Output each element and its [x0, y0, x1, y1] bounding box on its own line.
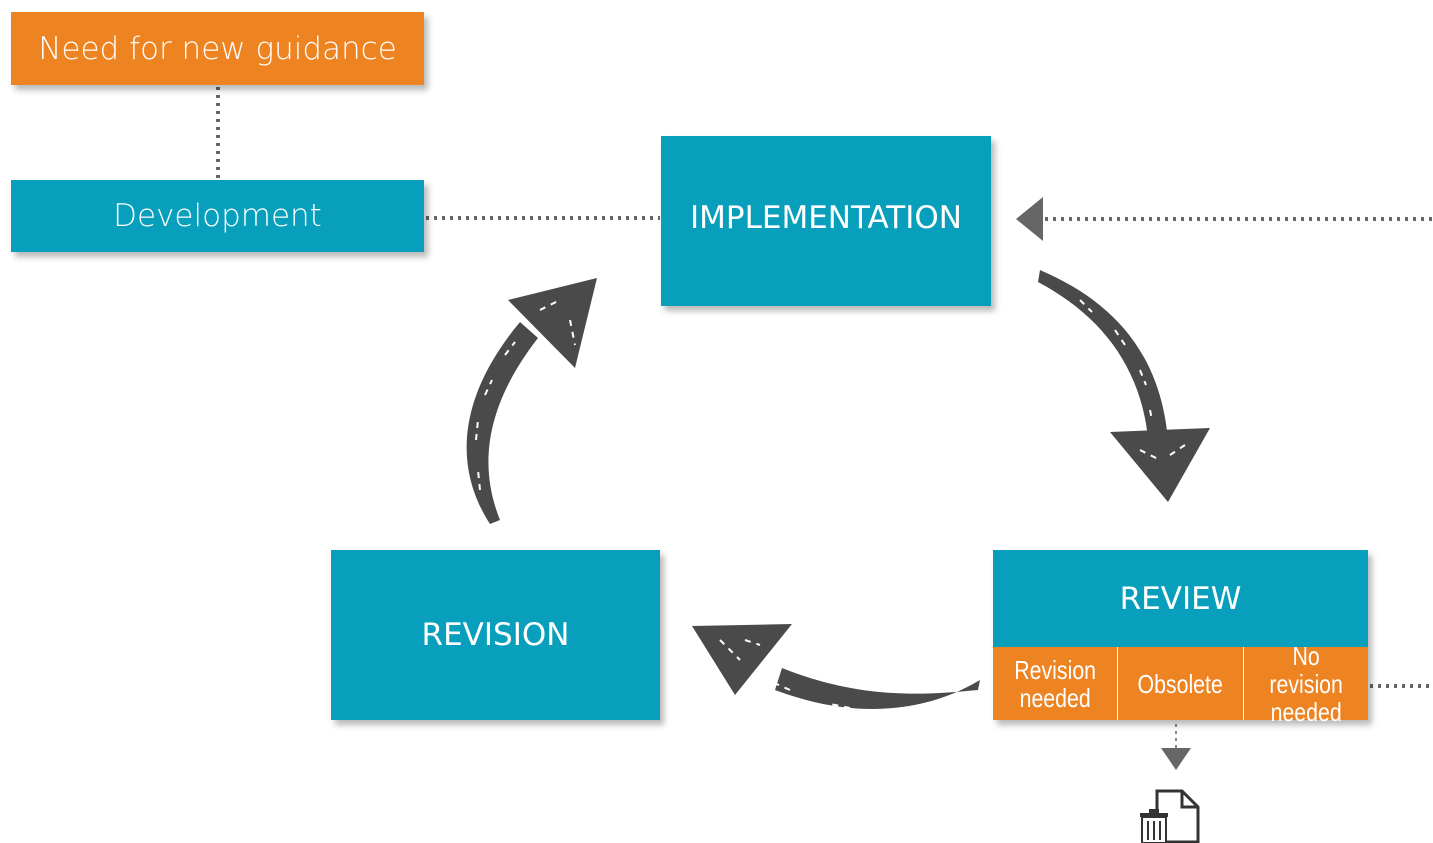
implementation-node: IMPLEMENTATION — [661, 136, 991, 306]
cycle-arrow-revision-to-implementation — [466, 278, 597, 524]
return-arrowhead-icon — [1016, 197, 1043, 241]
implementation-label: IMPLEMENTATION — [690, 200, 962, 236]
revision-label: REVISION — [421, 617, 570, 653]
review-option-obsolete: Obsolete — [1137, 668, 1224, 699]
review-title: REVIEW — [1119, 580, 1242, 617]
development-label: Development — [113, 198, 322, 234]
review-option-divider — [1242, 647, 1244, 720]
need-for-new-guidance-node: Need for new guidance — [11, 12, 424, 85]
review-option-no-revision-needed: No revision needed — [1269, 640, 1343, 727]
obsolete-arrowhead-icon — [1161, 748, 1191, 770]
trash-document-icon — [1140, 789, 1200, 843]
review-option-revision-needed: Revision needed — [1014, 654, 1097, 713]
review-node: REVIEW Revision needed Obsolete No revis… — [993, 550, 1368, 727]
revision-node: REVISION — [331, 550, 660, 720]
development-node: Development — [11, 180, 424, 252]
review-options: Revision needed Obsolete No revision nee… — [993, 640, 1368, 727]
cycle-arrow-implementation-to-review — [1038, 270, 1210, 502]
review-option-divider — [1117, 647, 1119, 720]
need-for-new-guidance-label: Need for new guidance — [38, 30, 397, 67]
cycle-arrow-review-to-revision — [692, 624, 980, 711]
